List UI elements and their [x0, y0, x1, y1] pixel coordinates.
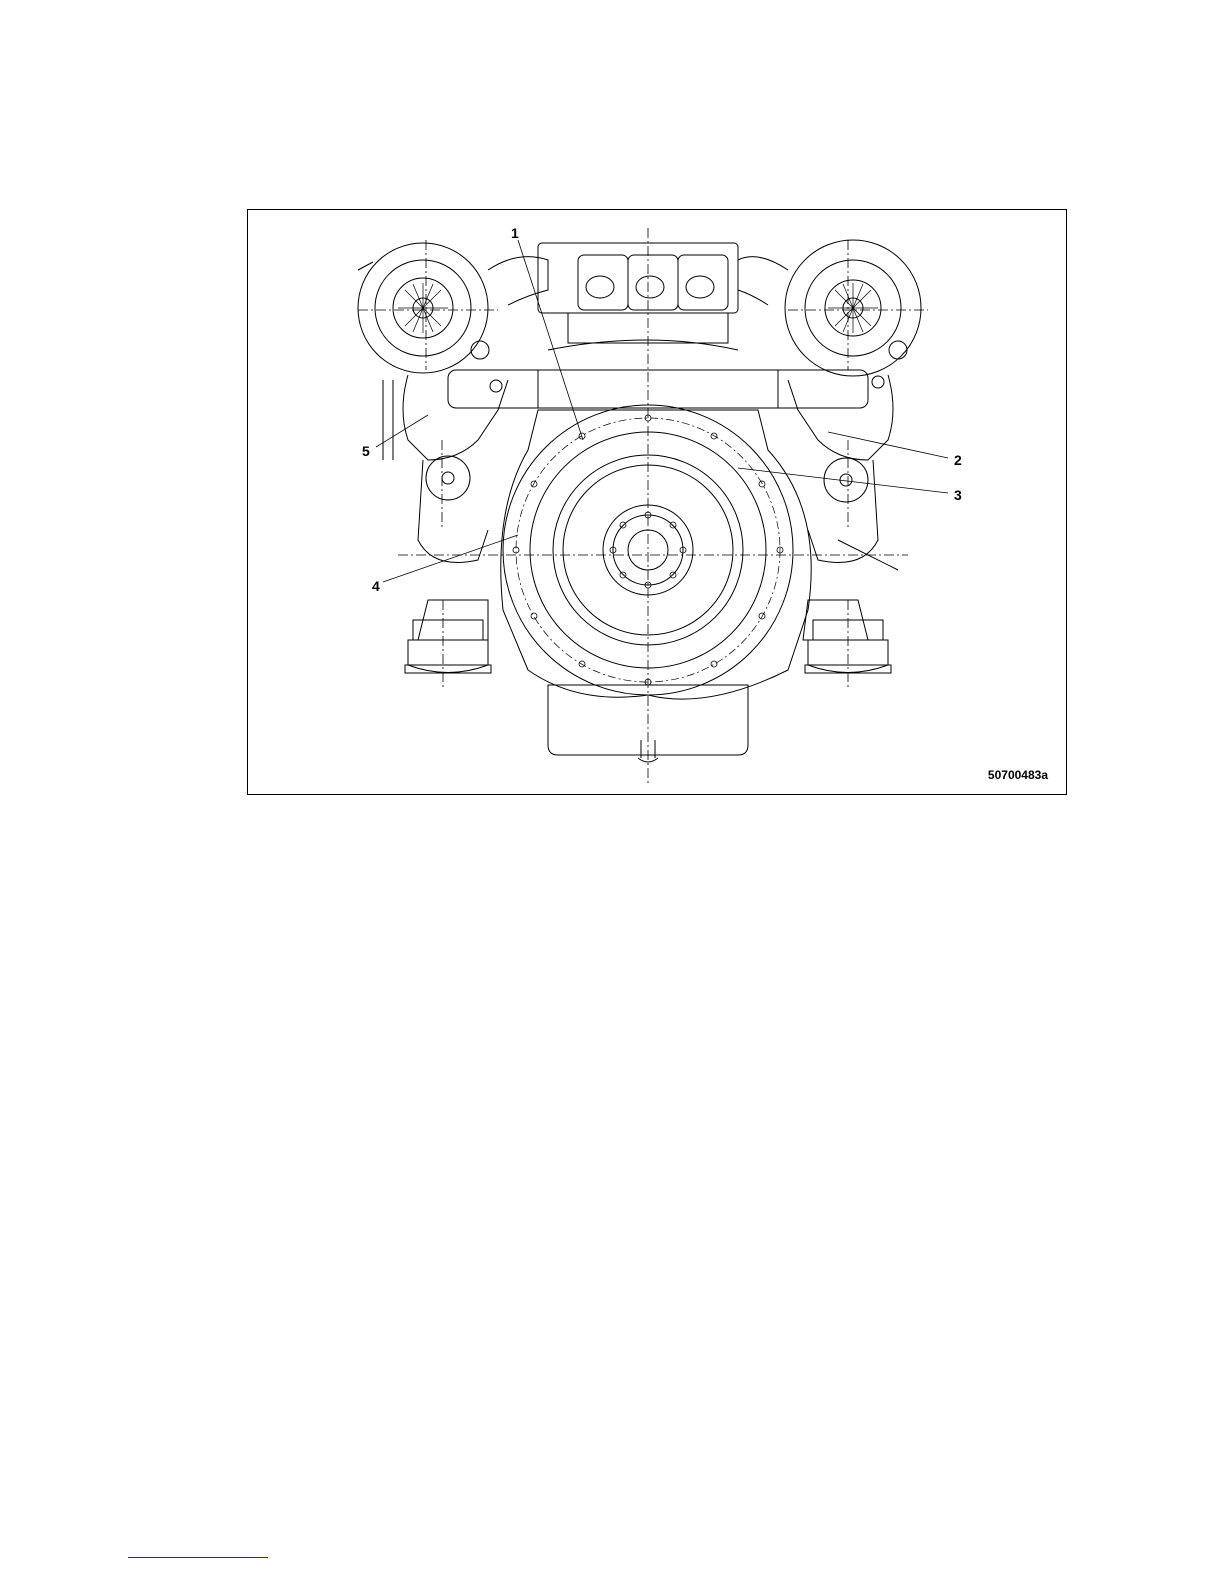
flywheel-housing [501, 405, 811, 699]
engine-drawing: 1 2 3 4 5 [248, 210, 1066, 794]
figure-id: 50700483a [988, 768, 1048, 782]
callout-3: 3 [954, 487, 962, 503]
callout-2: 2 [954, 452, 962, 468]
leader-lines [376, 240, 948, 582]
callout-5: 5 [362, 443, 370, 459]
center-lines [358, 228, 928, 785]
left-turbocharger [358, 243, 548, 373]
left-engine-mount [405, 620, 491, 673]
right-turbocharger [738, 240, 921, 376]
left-exhaust-manifold [383, 375, 508, 640]
right-exhaust-manifold [788, 375, 898, 640]
callout-1: 1 [511, 225, 519, 241]
footer-rule [128, 1557, 268, 1558]
top-intake-block [538, 243, 738, 350]
crossover-pipe [448, 370, 884, 408]
figure-frame: 1 2 3 4 5 50700483a [247, 209, 1067, 795]
callout-4: 4 [372, 578, 380, 594]
